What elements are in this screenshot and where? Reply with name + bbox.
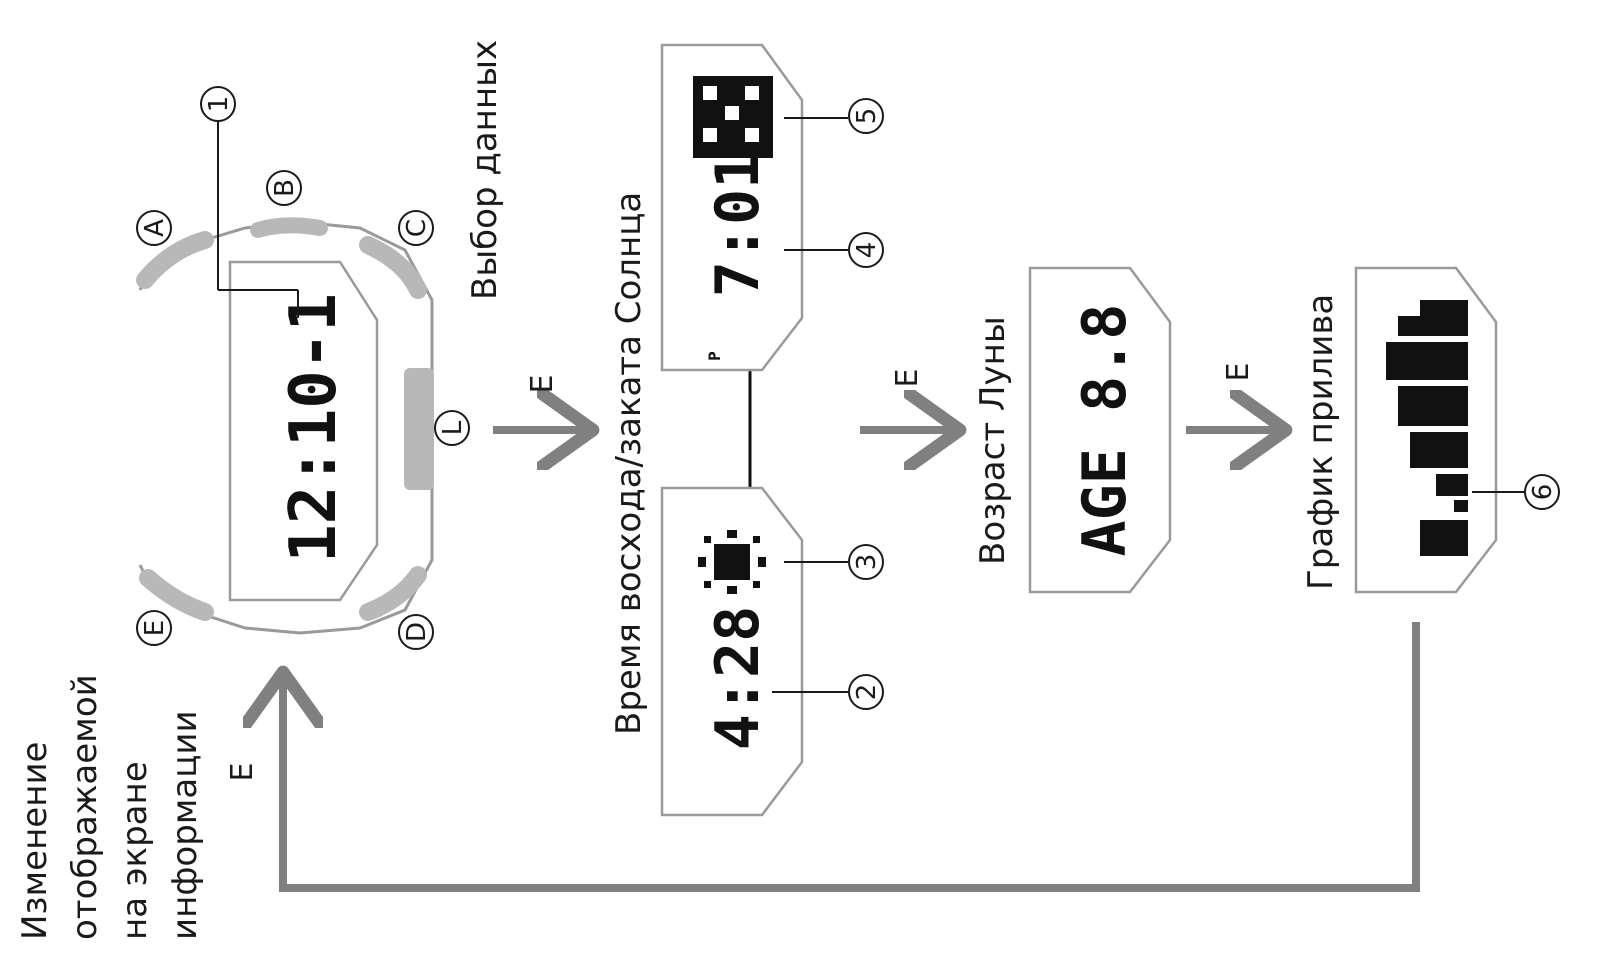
circle-a: A (136, 210, 172, 246)
svg-text:2: 2 (852, 684, 882, 701)
label-change-display-2: отображаемой (65, 674, 105, 940)
sunrise-time: 4:28 (703, 606, 773, 751)
label-change-display-1: Изменение (15, 742, 55, 940)
circle-l: L (434, 410, 470, 446)
sun-icon (698, 530, 766, 594)
button-c[interactable] (359, 236, 427, 299)
arrow-return (283, 622, 1420, 892)
svg-text:L: L (438, 420, 468, 435)
screen-sunrise: 4:28 (660, 486, 848, 817)
svg-text:3: 3 (852, 554, 882, 571)
label-data-select: Выбор данных (465, 40, 505, 300)
circle-1: 1 (200, 86, 236, 122)
svg-text:6: 6 (1528, 484, 1558, 501)
label-tide-graph: График прилива (1301, 294, 1341, 590)
arrow-e1-label: E (525, 375, 560, 394)
label-change-display-4: информации (165, 710, 205, 940)
button-b[interactable] (250, 217, 328, 238)
svg-text:D: D (402, 622, 432, 642)
sunset-time: 7:01 (703, 153, 773, 298)
circle-3: 3 (848, 544, 884, 580)
button-e[interactable] (139, 569, 214, 621)
label-moon-age: Возраст Луны (973, 316, 1013, 565)
screen-sunset: P 7:01 (660, 43, 848, 372)
button-d[interactable] (359, 566, 427, 621)
circle-5: 5 (848, 98, 884, 134)
svg-text:A: A (140, 219, 170, 237)
svg-text:5: 5 (852, 108, 882, 125)
watch-display-frame (228, 260, 379, 602)
arrow-return-label: E (225, 763, 260, 782)
moon-age-text: AGE 8.8 (1070, 304, 1140, 557)
screen-moon-age: AGE 8.8 (1028, 266, 1172, 594)
sunset-pm: P (705, 351, 724, 361)
svg-text:E: E (140, 620, 170, 636)
watch-display-text: 12:10-1 (277, 293, 351, 563)
circle-c: C (398, 210, 434, 246)
circle-b: B (266, 170, 302, 206)
arrow-e3-label: E (1221, 363, 1256, 382)
arrow-e2-label: E (890, 369, 925, 388)
label-change-display-3: на экране (115, 761, 155, 940)
circle-4: 4 (848, 232, 884, 268)
tide-bars (1386, 300, 1468, 556)
circle-6: 6 (1524, 474, 1560, 510)
button-a[interactable] (136, 231, 214, 289)
svg-text:C: C (402, 219, 432, 237)
svg-text:1: 1 (204, 96, 234, 113)
circle-2: 2 (848, 674, 884, 710)
watch-illustration: 12:10-1 (136, 120, 434, 635)
label-sun-times: Время восхода/заката Солнца (609, 192, 649, 735)
button-l[interactable] (404, 368, 434, 490)
circle-e: E (136, 610, 172, 646)
svg-text:B: B (270, 179, 300, 197)
svg-text:4: 4 (852, 242, 882, 259)
sunset-icon (693, 76, 773, 158)
circle-d: D (398, 614, 434, 650)
screen-tide-graph (1354, 266, 1524, 594)
